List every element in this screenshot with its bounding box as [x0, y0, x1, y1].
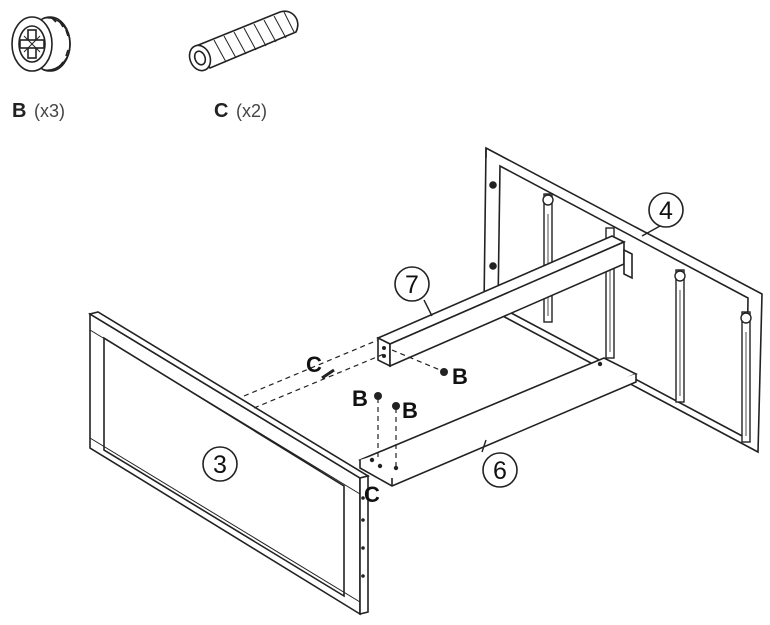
- callout-3: 3: [202, 446, 238, 482]
- panel-4: [483, 146, 763, 454]
- callout-4: 4: [648, 192, 684, 228]
- callout-6: 6: [482, 452, 518, 488]
- callout-4-label: 4: [659, 197, 673, 225]
- hardware-b-count: (x3): [34, 101, 65, 121]
- cam-lock-icon: [11, 16, 71, 72]
- callout-6-label: 6: [493, 457, 507, 485]
- callout-b-mid: B: [402, 398, 418, 423]
- callout-leaders: [423, 225, 661, 453]
- callout-7: 7: [394, 266, 430, 302]
- callout-c-lower: C: [364, 482, 380, 507]
- cam-lock-markers: [374, 368, 448, 410]
- wood-dowel-icon: [188, 10, 299, 72]
- panel-6: [358, 357, 638, 487]
- hardware-b-letter: B: [12, 100, 26, 122]
- assembly-guides: [243, 339, 441, 468]
- callout-3-label: 3: [213, 451, 227, 479]
- hardware-c-letter: C: [214, 100, 228, 122]
- rail-7: [376, 235, 633, 368]
- callout-b-right: B: [452, 364, 468, 389]
- callout-b-left: B: [352, 386, 368, 411]
- dowel-marker: [321, 368, 335, 380]
- hardware-c-count: (x2): [236, 101, 267, 121]
- callout-c-upper: C: [306, 352, 322, 377]
- callout-7-label: 7: [405, 271, 419, 299]
